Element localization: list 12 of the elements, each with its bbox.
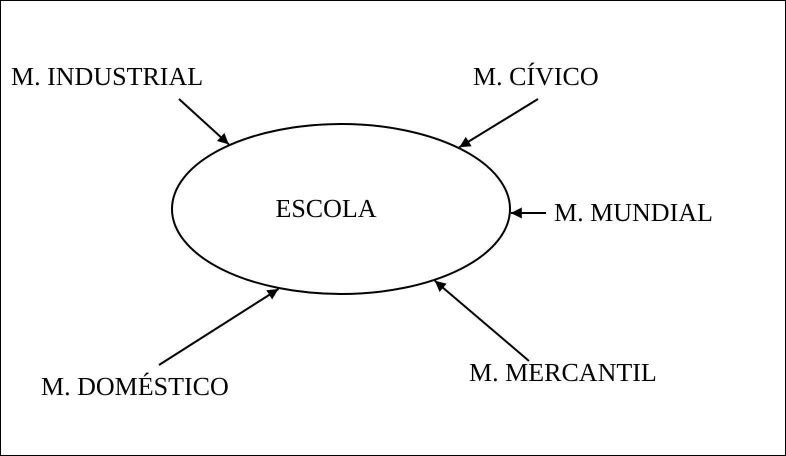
arrow (434, 280, 530, 362)
node-text: ESCOLA (275, 194, 377, 224)
arrow (510, 208, 546, 218)
node-label: M. DOMÉSTICO (41, 371, 229, 402)
arrow (458, 98, 539, 148)
node-label: M. INDUSTRIAL (11, 61, 204, 92)
arrow (158, 288, 280, 366)
node-label: M. MUNDIAL (554, 197, 713, 228)
node-label: M. MERCANTIL (469, 357, 657, 388)
node-label: M. CÍVICO (473, 61, 599, 92)
arrow (178, 98, 230, 146)
ellipse-node (171, 123, 511, 295)
